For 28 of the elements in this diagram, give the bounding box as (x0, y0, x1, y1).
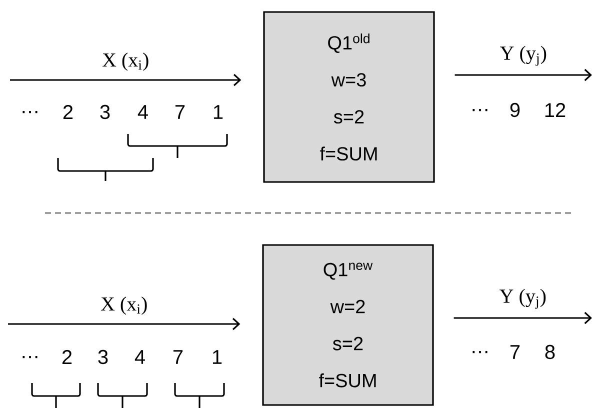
sequence-value: 1 (212, 350, 222, 364)
operator-box: Q1$^{new}$ w=2 s=2 f=SUM (262, 244, 434, 406)
edge-label: X (x$_{i}$) (101, 52, 150, 72)
sequence-value: 2 (62, 350, 72, 364)
sequence-value: … (472, 350, 488, 354)
arrow (10, 74, 242, 86)
sequence-value: 3 (98, 350, 108, 364)
sequence-value: 2 (63, 105, 73, 119)
sequence-value: 4 (138, 105, 148, 119)
sequence-value: … (22, 356, 38, 358)
sequence-value: … (22, 110, 38, 114)
edge-label: Y (y$_{j}$) (498, 44, 548, 67)
sequence-value: 7 (510, 345, 520, 359)
sequence-value: 12 (545, 103, 566, 117)
edge-label: X (x$_{i}$) (100, 296, 149, 316)
sequence-value: 7 (173, 350, 183, 364)
sequence-value: 9 (510, 102, 520, 118)
sequence-value: 7 (175, 105, 185, 119)
operator-box: Q1$^{old}$ w=3 s=2 f=SUM (263, 11, 435, 183)
arrow (8, 318, 240, 330)
edge-label: Y (y$_{j}$) (498, 288, 548, 310)
sequence-value: … (472, 108, 488, 112)
arrow (454, 68, 592, 82)
arrow (454, 312, 592, 324)
sequence-value: 8 (545, 344, 555, 360)
sequence-value: 4 (134, 350, 145, 364)
sequence-value: 3 (100, 104, 110, 120)
sequence-value: 1 (214, 105, 223, 119)
